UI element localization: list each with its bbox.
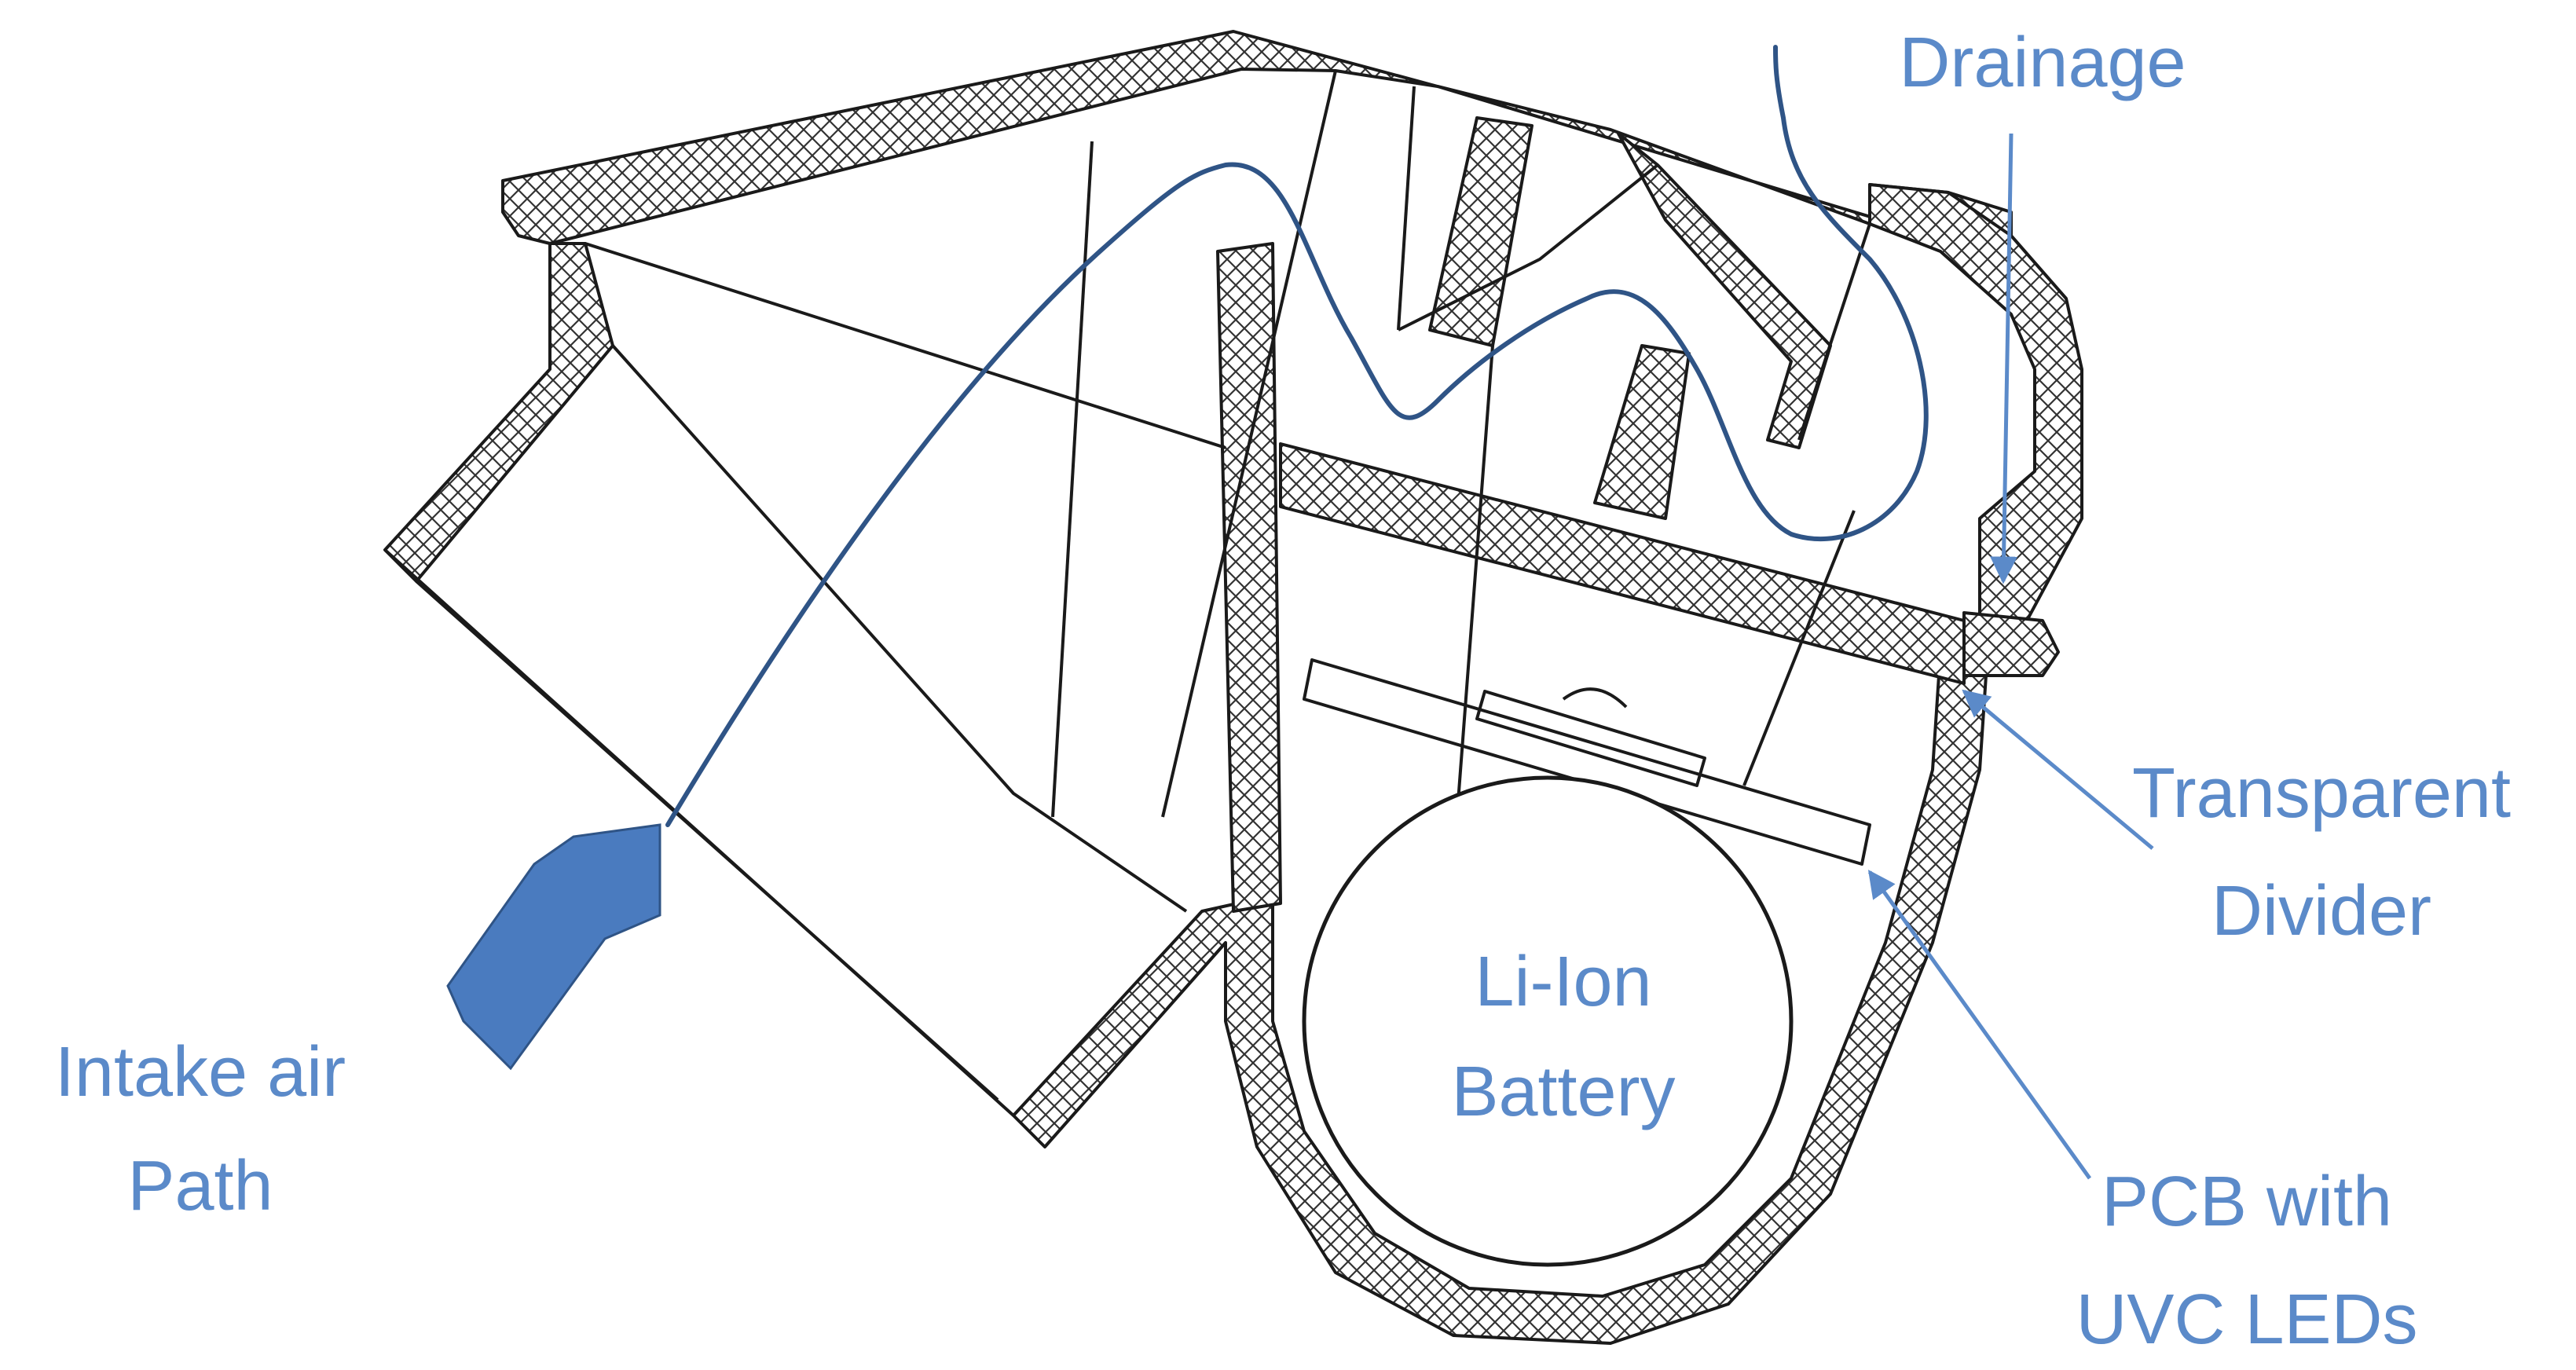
drainage-label: Drainage	[1899, 24, 2186, 102]
pcb-board	[1303, 658, 1871, 866]
pcb-leader	[1867, 870, 2092, 1180]
battery-label-line2: Battery	[1451, 1053, 1675, 1131]
battery-label-line1: Li-Ion	[1475, 943, 1651, 1021]
interior-outlines	[383, 70, 1871, 1117]
drain-nozzle	[1962, 611, 2060, 677]
baffle-fin-center	[1593, 344, 1691, 520]
intake-label-line1: Intake air	[55, 1033, 346, 1112]
intake-label-line2: Path	[127, 1147, 273, 1225]
air-flow-path-line	[665, 45, 1929, 827]
pcb-label-line2: UVC LEDs	[2076, 1280, 2417, 1359]
uvc-led-bump	[1475, 690, 1706, 787]
center-vertical-wall	[1216, 242, 1282, 913]
divider-label-line2: Divider	[2211, 872, 2431, 951]
drainage-leader	[1990, 133, 2018, 584]
baffle-fin-left	[1428, 116, 1534, 347]
li-ion-battery	[1302, 775, 1794, 1267]
divider-leader	[1962, 689, 2154, 850]
intake-upper-wall	[383, 242, 614, 583]
right-housing-wall	[1868, 183, 2083, 630]
transparent-divider-plate	[1279, 442, 1966, 685]
intake-arrow	[446, 823, 661, 1071]
divider-label-line1: Transparent	[2132, 754, 2511, 833]
top-housing-wall	[501, 30, 2013, 261]
pcb-label-line1: PCB with	[2101, 1163, 2392, 1241]
baffle-fin-hook	[1617, 132, 1832, 449]
